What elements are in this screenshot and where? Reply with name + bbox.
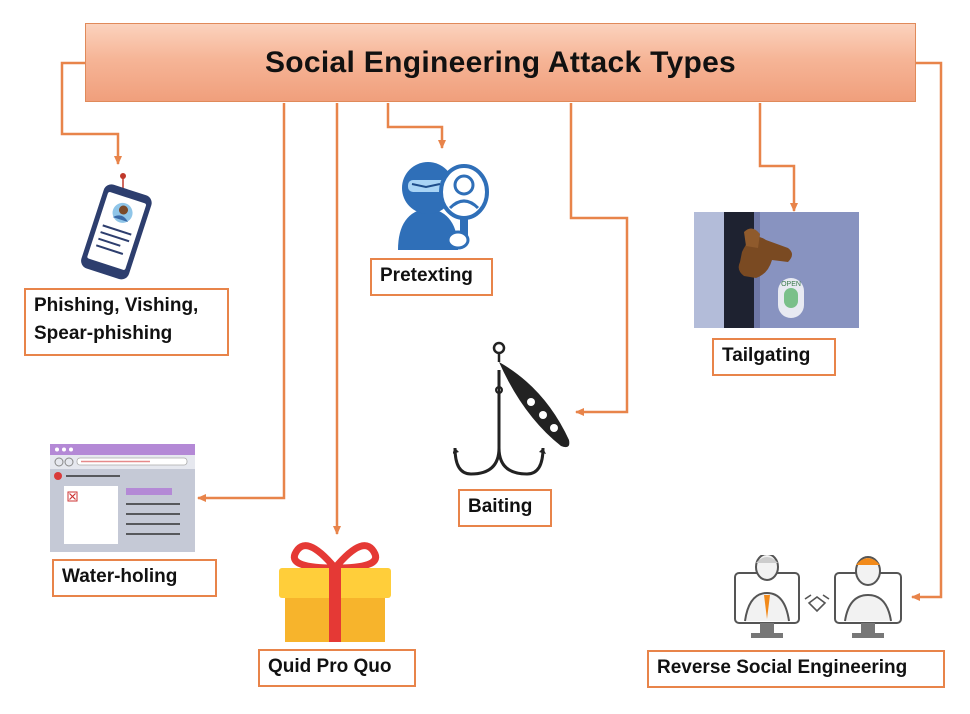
connector-tailgating (758, 103, 798, 212)
label-pretexting: Pretexting (370, 258, 493, 296)
label-quid-pro-quo: Quid Pro Quo (258, 649, 416, 687)
title-box: Social Engineering Attack Types (85, 23, 916, 102)
handshake-monitors-icon (734, 555, 902, 638)
door-hand-icon: OPEN (694, 212, 859, 328)
label-tailgating: Tailgating (712, 338, 836, 376)
label-water-holing: Water-holing (52, 559, 217, 597)
connector-water-holing (197, 103, 286, 502)
fishing-lure-icon (453, 341, 570, 476)
label-phishing: Phishing, Vishing, Spear-phishing (24, 288, 229, 356)
masked-person-icon (398, 162, 489, 250)
label-reverse-social-engineering: Reverse Social Engineering (647, 650, 945, 688)
diagram-title: Social Engineering Attack Types (264, 45, 737, 79)
connector-reverse (911, 61, 943, 601)
connector-pretexting (386, 103, 446, 149)
gift-box-icon (279, 542, 391, 642)
connector-baiting (569, 103, 629, 416)
browser-window-icon (50, 444, 195, 552)
open-sign-text: OPEN (781, 281, 801, 288)
phone-hook-icon (81, 173, 152, 280)
connector-phishing (60, 61, 122, 165)
label-baiting: Baiting (458, 489, 552, 527)
